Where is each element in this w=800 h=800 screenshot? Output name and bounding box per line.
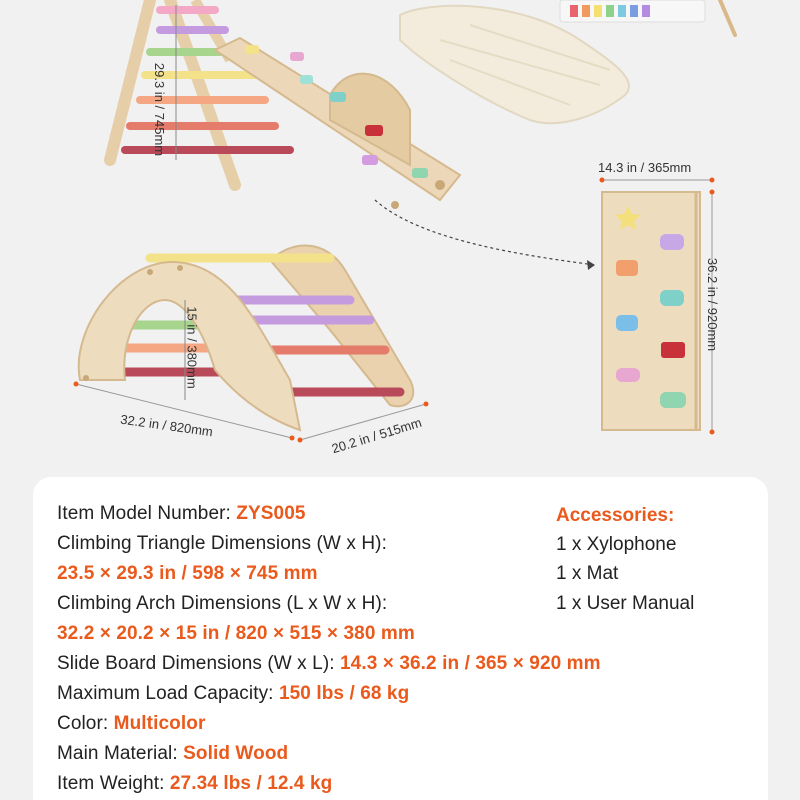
product-illustration xyxy=(73,0,737,443)
spec-load-capacity: Maximum Load Capacity: 150 lbs / 68 kg xyxy=(57,683,409,705)
mat-image xyxy=(399,4,630,125)
accessory-item: 1 x Xylophone xyxy=(556,534,677,555)
slide-board-image xyxy=(601,191,701,431)
spec-value: 14.3 × 36.2 in / 365 × 920 mm xyxy=(340,653,601,674)
spec-value: 150 lbs / 68 kg xyxy=(278,683,410,704)
spec-material: Main Material: Solid Wood xyxy=(57,743,288,765)
spec-arch-dimensions-label: Climbing Arch Dimensions (L x W x H): xyxy=(57,593,387,615)
spec-label: Climbing Arch Dimensions (L x W x H): xyxy=(57,593,388,614)
climbing-triangle-image xyxy=(104,0,294,191)
slide-board-ramp-image xyxy=(212,36,462,209)
spec-label: Main Material: xyxy=(57,743,184,764)
spec-triangle-dimensions-label: Climbing Triangle Dimensions (W x H): xyxy=(57,533,387,555)
arch-height-label: 15 in / 380mm xyxy=(184,306,200,389)
spec-label: Color: xyxy=(57,713,114,734)
spec-item-weight: Item Weight: 27.34 lbs / 12.4 kg xyxy=(57,773,332,795)
spec-label: Climbing Triangle Dimensions (W x H): xyxy=(57,533,387,554)
spec-value: Solid Wood xyxy=(183,743,289,764)
spec-value: 23.5 × 29.3 in / 598 × 745 mm xyxy=(57,563,318,584)
spec-slide-board-dimensions: Slide Board Dimensions (W x L): 14.3 × 3… xyxy=(57,653,601,675)
accessories-title: Accessories: xyxy=(556,505,675,526)
spec-value: 32.2 × 20.2 × 15 in / 820 × 515 × 380 mm xyxy=(57,623,415,644)
spec-color: Color: Multicolor xyxy=(57,713,205,735)
spec-label: Item Model Number: xyxy=(57,503,237,524)
spec-value: Multicolor xyxy=(113,713,206,734)
spec-label: Maximum Load Capacity: xyxy=(57,683,279,704)
xylophone-image xyxy=(559,0,737,37)
spec-label: Item Weight: xyxy=(57,773,170,794)
spec-model-number: Item Model Number: ZYS005 xyxy=(57,503,306,525)
triangle-height-label: 29.3 in / 745mm xyxy=(152,62,168,157)
pointer-arrow xyxy=(374,199,596,266)
specifications-card: Item Model Number: ZYS005 Climbing Trian… xyxy=(33,477,768,800)
spec-label: Slide Board Dimensions (W x L): xyxy=(57,653,341,674)
climbing-arch-image xyxy=(73,244,429,443)
board-height-label: 36.2 in / 920mm xyxy=(705,257,721,352)
spec-value: ZYS005 xyxy=(236,503,306,524)
board-width-label: 14.3 in / 365mm xyxy=(598,160,692,175)
accessory-item: 1 x Mat xyxy=(556,563,619,584)
spec-value: 27.34 lbs / 12.4 kg xyxy=(169,773,333,794)
spec-arch-dimensions-value: 32.2 × 20.2 × 15 in / 820 × 515 × 380 mm xyxy=(57,623,415,645)
spec-triangle-dimensions-value: 23.5 × 29.3 in / 598 × 745 mm xyxy=(57,563,318,585)
accessory-item: 1 x User Manual xyxy=(556,593,695,614)
